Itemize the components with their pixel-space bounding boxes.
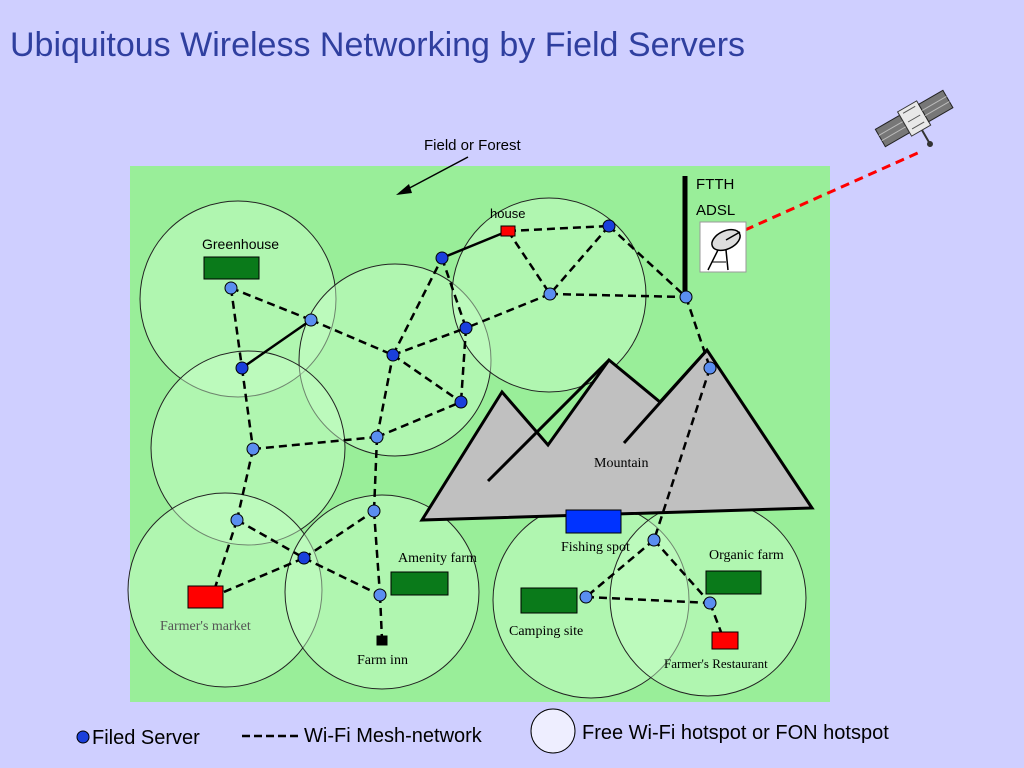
organic-label: Organic farm: [709, 548, 784, 563]
field-server: [370, 430, 384, 444]
field-server: [386, 348, 400, 362]
mesh-links: [210, 224, 726, 641]
hotspot-circles: [127, 197, 807, 699]
ftth-label: FTTH: [696, 176, 734, 193]
hotspot-circle: [139, 200, 337, 398]
field-server: [454, 395, 468, 409]
greenhouse-label: Greenhouse: [202, 236, 279, 252]
field-server: [230, 513, 244, 527]
legend-server-label: Filed Server: [92, 727, 200, 749]
field-server: [235, 361, 249, 375]
restaurant-label: Farmer's Restaurant: [664, 656, 768, 671]
field-server: [297, 551, 311, 565]
field-server: [435, 251, 449, 265]
field-server: [703, 596, 717, 610]
legend-hotspot-icon: [530, 708, 576, 754]
amenity-label: Amenity farm: [398, 551, 477, 566]
field-server: [703, 361, 717, 375]
house-label: house: [490, 206, 525, 221]
field-server: [367, 504, 381, 518]
mountain-label: Mountain: [594, 456, 648, 471]
inn-label: Farm inn: [357, 653, 408, 668]
field-server: [543, 287, 557, 301]
wired-links: [241, 176, 688, 370]
field-server: [679, 290, 693, 304]
page-title: Ubiquitous Wireless Networking by Field …: [10, 26, 746, 64]
field-server: [304, 313, 318, 327]
organic-farm-building: [705, 570, 762, 595]
farmers-restaurant-building: [711, 631, 739, 650]
amenity-farm-building: [390, 571, 449, 596]
facilities: [187, 225, 762, 650]
field-pointer-arrow: [396, 156, 469, 195]
field-server: [579, 590, 593, 604]
field-server: [459, 321, 473, 335]
satellite-icon: [874, 89, 954, 148]
camping-site-marker: [520, 587, 578, 614]
camping-label: Camping site: [509, 624, 583, 639]
field-servers: [224, 219, 717, 610]
greenhouse-building: [203, 256, 260, 280]
field-server: [647, 533, 661, 547]
mountain: [419, 347, 815, 522]
field-label: Field or Forest: [424, 137, 522, 154]
legend: Filed Server Wi-Fi Mesh-network Free Wi-…: [76, 708, 889, 754]
field-server: [246, 442, 260, 456]
house-building: [500, 225, 516, 237]
field-server: [224, 281, 238, 295]
legend-hotspot-label: Free Wi-Fi hotspot or FON hotspot: [582, 722, 889, 744]
fishing-label: Fishing spot: [561, 540, 630, 555]
fishing-spot-marker: [565, 509, 622, 534]
satellite-link: [744, 150, 921, 232]
farm-inn-building: [376, 635, 388, 646]
field-server: [602, 219, 616, 233]
legend-server-icon: [76, 730, 90, 744]
adsl-label: ADSL: [696, 202, 735, 219]
legend-mesh-label: Wi-Fi Mesh-network: [304, 725, 483, 747]
farmers-market-building: [187, 585, 224, 609]
field-server: [373, 588, 387, 602]
satellite-dish-icon: [699, 221, 747, 273]
market-label: Farmer's market: [160, 619, 251, 634]
